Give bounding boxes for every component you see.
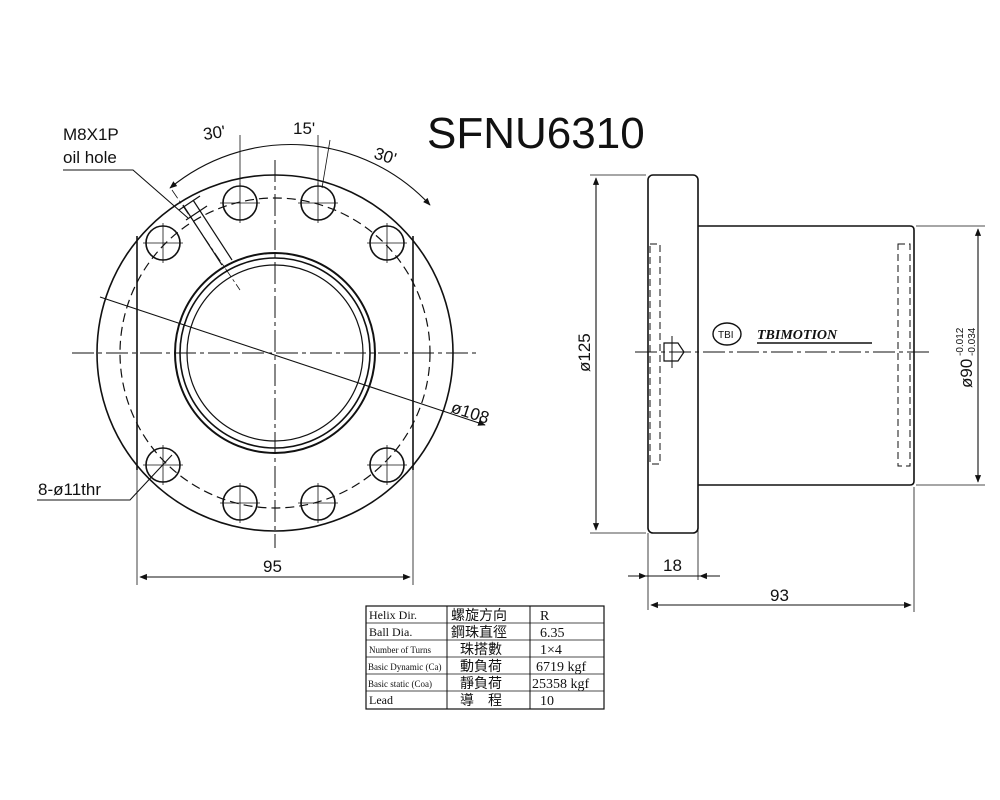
oil-hole-thread-label: M8X1P bbox=[63, 125, 119, 144]
inner-circle bbox=[186, 264, 364, 442]
spec-label-en: Basic static (Coa) bbox=[368, 679, 432, 689]
spec-label-en: Lead bbox=[369, 693, 393, 707]
body-dia-tol-upper: -0.012 bbox=[955, 327, 966, 356]
flat-width-label: 95 bbox=[263, 557, 282, 576]
spec-label-en: Basic Dynamic (Ca) bbox=[368, 662, 441, 672]
spec-label-en: Helix Dir. bbox=[369, 608, 417, 622]
bore-circle bbox=[179, 257, 371, 449]
logo-mark-icon bbox=[712, 322, 742, 346]
spec-label-zh: 螺旋方向 bbox=[451, 608, 507, 624]
tbi-logo: TBI TBIMOTION bbox=[712, 322, 872, 346]
angle-mid-label: 15' bbox=[293, 119, 315, 138]
flange-outline bbox=[96, 174, 454, 532]
spec-table: Helix Dir. 螺旋方向 R Ball Dia. 鋼珠直徑 6.35 Nu… bbox=[365, 605, 605, 710]
angle-left-label: 30' bbox=[202, 122, 227, 144]
spec-value: 1×4 bbox=[540, 643, 562, 658]
flange-profile bbox=[647, 174, 699, 534]
brand-name: TBIMOTION bbox=[757, 328, 838, 343]
flange-thickness-label: 18 bbox=[663, 556, 682, 575]
flange-dia-label: ø125 bbox=[575, 333, 594, 372]
body-dia-label: ø90 bbox=[957, 359, 976, 388]
spec-value: 25358 kgf bbox=[532, 677, 590, 692]
front-view bbox=[37, 135, 486, 585]
body-dia-tol-lower: -0.034 bbox=[967, 327, 978, 356]
bolt-circle-dia-label: ø108 bbox=[449, 398, 492, 428]
bolt-holes-label: 8-ø11thr bbox=[38, 480, 101, 499]
spec-label-en: Number of Turns bbox=[369, 645, 432, 655]
oil-hole-label: oil hole bbox=[63, 148, 117, 167]
spec-value: 6719 kgf bbox=[536, 660, 587, 675]
side-view bbox=[590, 174, 985, 612]
length-label: 93 bbox=[770, 586, 789, 605]
hidden-line-right bbox=[897, 243, 911, 467]
spec-label-zh: 珠搭數 bbox=[460, 642, 502, 658]
body-circle bbox=[174, 252, 376, 454]
spec-label-en: Ball Dia. bbox=[369, 625, 412, 639]
spec-label-zh: 靜負荷 bbox=[460, 676, 502, 692]
body-profile bbox=[698, 225, 915, 486]
logo-mark-text: TBI bbox=[718, 330, 734, 341]
spec-value: 10 bbox=[540, 694, 554, 709]
spec-value: 6.35 bbox=[540, 626, 565, 641]
spec-label-zh: 動負荷 bbox=[460, 659, 502, 675]
drawing-title: SFNU6310 bbox=[427, 109, 645, 158]
spec-label-zh: 鋼珠直徑 bbox=[451, 624, 507, 641]
hidden-line-left bbox=[649, 243, 661, 465]
spec-label-zh: 導 程 bbox=[460, 693, 502, 709]
spec-value: R bbox=[540, 609, 550, 624]
